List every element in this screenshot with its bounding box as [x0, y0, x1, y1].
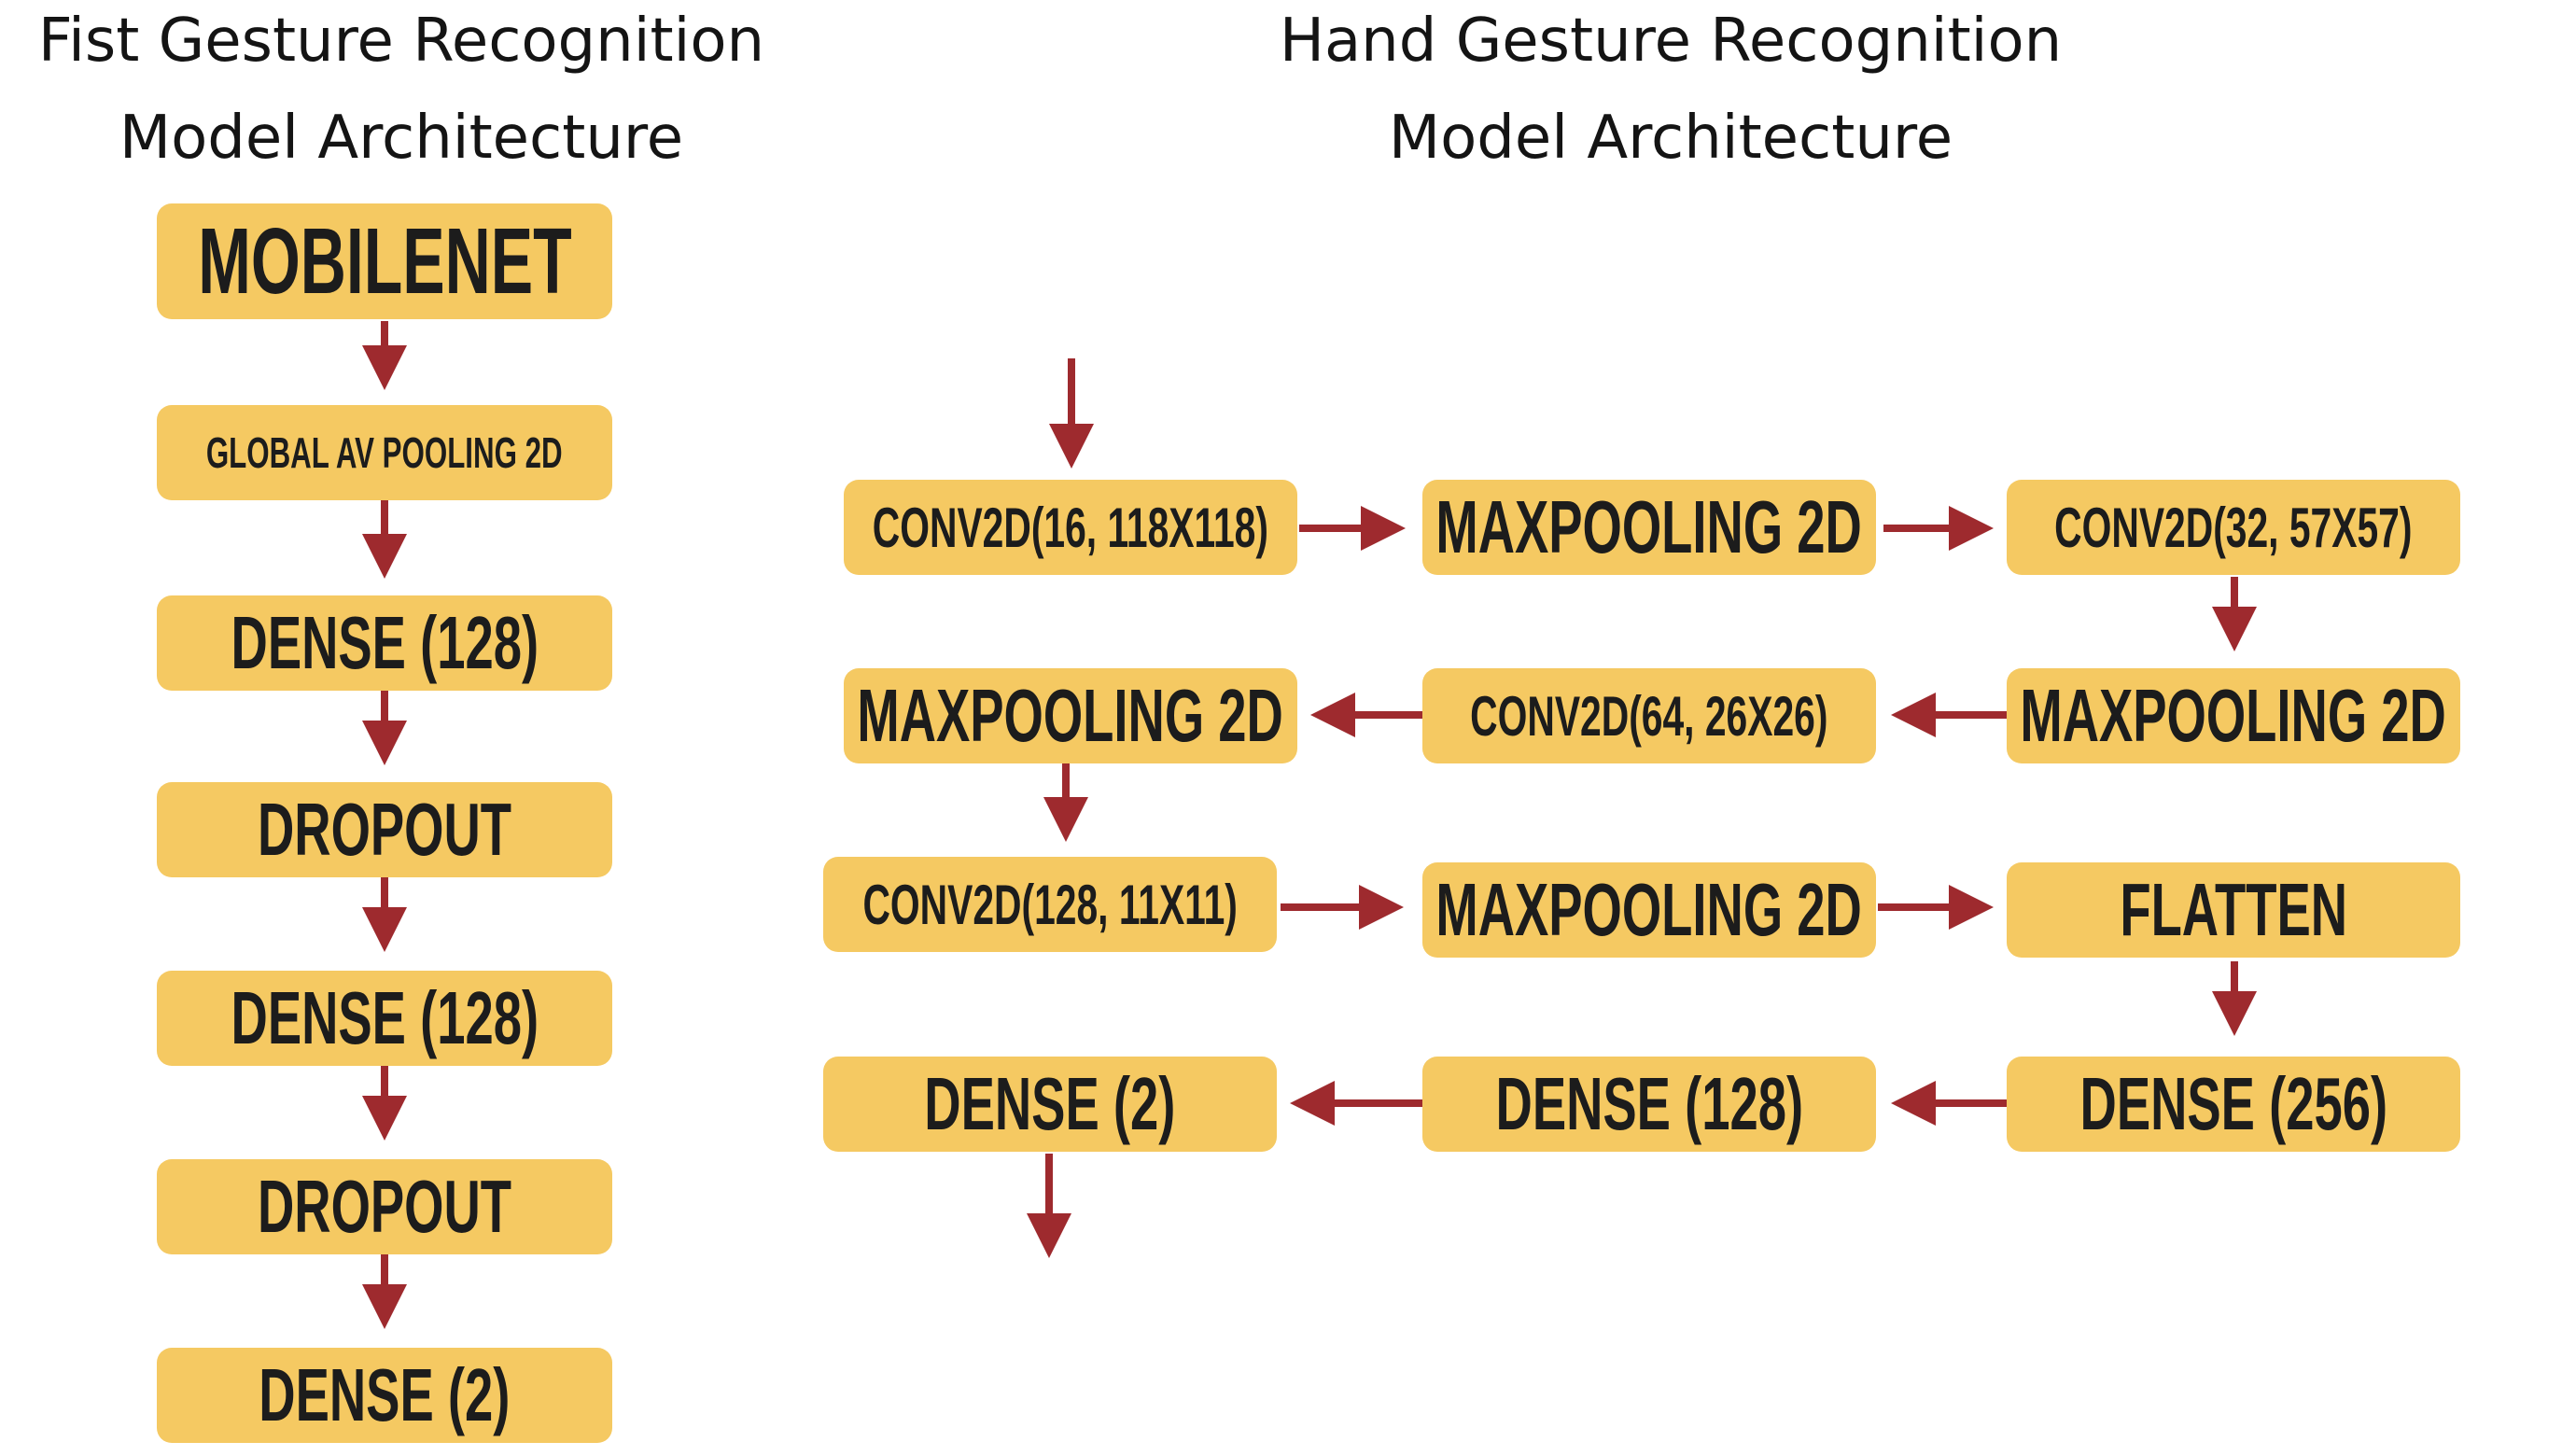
layer-dense-128-b: DENSE (128): [157, 971, 612, 1066]
layer-mobilenet: MOBILENET: [157, 203, 612, 319]
layer-dense-128-a: DENSE (128): [157, 595, 612, 691]
fist-title-line2: Model Architecture: [119, 104, 684, 173]
layer-dense-128-hand: DENSE (128): [1422, 1057, 1876, 1152]
layer-dropout-a: DROPOUT: [157, 782, 612, 877]
layer-dense-2: DENSE (2): [157, 1348, 612, 1443]
layer-dense-2-hand: DENSE (2): [823, 1057, 1277, 1152]
layer-maxpooling-3: MAXPOOLING 2D: [844, 668, 1297, 763]
layer-conv2d-64: CONV2D(64, 26X26): [1422, 668, 1876, 763]
hand-title-line2: Model Architecture: [1388, 104, 1953, 173]
layer-dense-256: DENSE (256): [2007, 1057, 2460, 1152]
fist-title-line1: Fist Gesture Recognition: [37, 7, 765, 76]
layer-maxpooling-2: MAXPOOLING 2D: [2007, 668, 2460, 763]
layer-maxpooling-4: MAXPOOLING 2D: [1422, 862, 1876, 958]
hand-model-title: Hand Gesture Recognition Model Architect…: [1204, 0, 2137, 187]
layer-maxpooling-1: MAXPOOLING 2D: [1422, 480, 1876, 575]
layer-dropout-b: DROPOUT: [157, 1159, 612, 1254]
layer-flatten: FLATTEN: [2007, 862, 2460, 958]
fist-model-title: Fist Gesture Recognition Model Architect…: [0, 0, 803, 187]
hand-title-line1: Hand Gesture Recognition: [1279, 7, 2063, 76]
layer-global-av-pooling: GLOBAL AV POOLING 2D: [157, 405, 612, 500]
layer-conv2d-128: CONV2D(128, 11X11): [823, 857, 1277, 952]
layer-conv2d-32: CONV2D(32, 57X57): [2007, 480, 2460, 575]
layer-conv2d-16: CONV2D(16, 118X118): [844, 480, 1297, 575]
